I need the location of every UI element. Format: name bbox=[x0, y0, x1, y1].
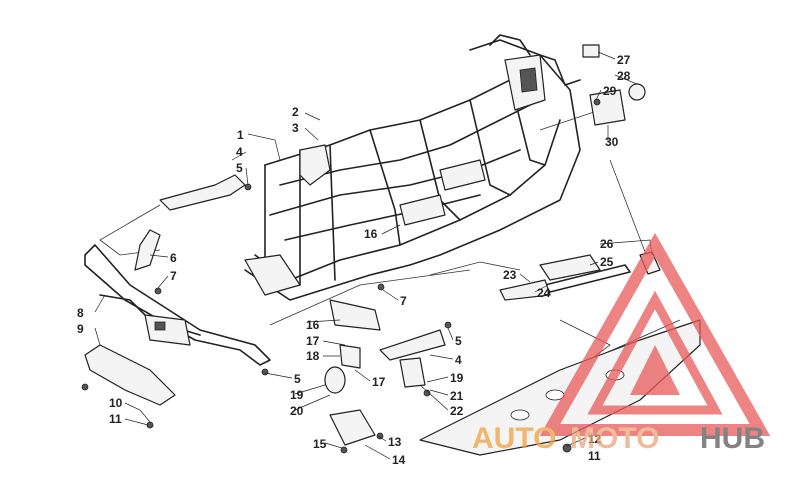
callout-14: 14 bbox=[392, 453, 406, 467]
callout-5c: 5 bbox=[455, 334, 462, 348]
leader-lines bbox=[94, 51, 653, 460]
callout-labels: 1 2 3 4 5 6 7 8 9 10 11 16 7 16 17 18 17… bbox=[77, 53, 631, 467]
callout-5b: 5 bbox=[294, 372, 301, 386]
callout-26: 26 bbox=[600, 237, 614, 251]
watermark-logo: AUTO MOTO HUB bbox=[472, 232, 771, 455]
callout-8: 8 bbox=[77, 306, 84, 320]
callout-28: 28 bbox=[617, 69, 631, 83]
callout-15: 15 bbox=[313, 437, 327, 451]
mid-brackets bbox=[324, 299, 446, 446]
watermark-text-moto: MOTO bbox=[570, 422, 659, 455]
rear-brackets bbox=[499, 254, 631, 301]
callout-17b: 17 bbox=[372, 375, 386, 389]
callout-7a: 7 bbox=[170, 269, 177, 283]
callout-23: 23 bbox=[503, 268, 517, 282]
callout-25: 25 bbox=[600, 255, 614, 269]
callout-21: 21 bbox=[450, 389, 464, 403]
callout-3: 3 bbox=[292, 121, 299, 135]
callout-9: 9 bbox=[77, 322, 84, 336]
watermark-triangle-icon bbox=[539, 232, 771, 436]
callout-16a: 16 bbox=[364, 227, 378, 241]
front-bumper bbox=[84, 244, 271, 366]
watermark-text-hub: HUB bbox=[700, 422, 765, 455]
callout-16b: 16 bbox=[306, 318, 320, 332]
callout-1: 1 bbox=[237, 128, 244, 142]
callout-20: 20 bbox=[290, 404, 304, 418]
callout-10: 10 bbox=[109, 396, 123, 410]
callout-4b: 4 bbox=[455, 353, 462, 367]
callout-13: 13 bbox=[388, 435, 402, 449]
callout-6: 6 bbox=[170, 251, 177, 265]
callout-22: 22 bbox=[450, 404, 464, 418]
callout-17a: 17 bbox=[306, 334, 320, 348]
callout-29: 29 bbox=[603, 84, 617, 98]
callout-5a: 5 bbox=[236, 161, 243, 175]
callout-19b: 19 bbox=[450, 371, 464, 385]
callout-18: 18 bbox=[306, 349, 320, 363]
bracket-upper-left bbox=[134, 174, 246, 271]
callout-24: 24 bbox=[537, 286, 551, 300]
watermark-text-auto: AUTO bbox=[472, 422, 556, 455]
callout-2: 2 bbox=[292, 105, 299, 119]
callout-7b: 7 bbox=[400, 294, 407, 308]
callout-11a: 11 bbox=[109, 412, 122, 426]
front-skid-plate bbox=[84, 344, 176, 406]
fasteners bbox=[81, 183, 572, 454]
callout-30: 30 bbox=[605, 135, 619, 149]
callout-11b: 11 bbox=[588, 449, 601, 463]
callout-27: 27 bbox=[617, 53, 631, 67]
callout-4a: 4 bbox=[236, 145, 243, 159]
main-frame bbox=[244, 34, 581, 301]
callout-19a: 19 bbox=[290, 388, 304, 402]
